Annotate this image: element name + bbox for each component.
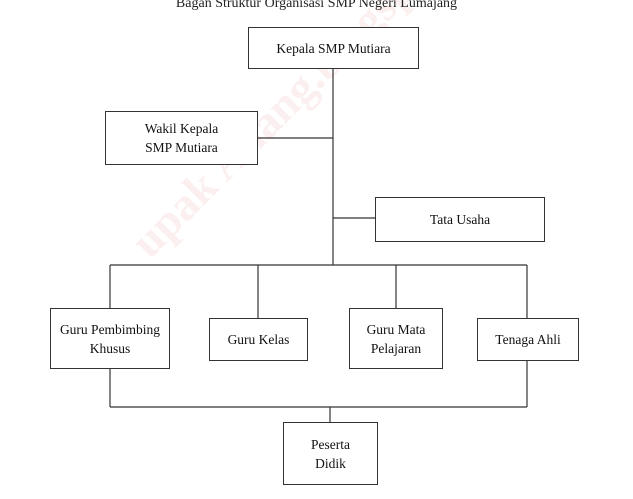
node-guru-kelas: Guru Kelas bbox=[209, 318, 308, 361]
node-wakil-kepala: Wakil Kepala SMP Mutiara bbox=[105, 111, 258, 165]
node-tata-usaha: Tata Usaha bbox=[375, 197, 545, 242]
node-kepala-smp: Kepala SMP Mutiara bbox=[248, 27, 419, 69]
node-guru-mata-pelajaran: Guru Mata Pelajaran bbox=[349, 308, 443, 369]
node-tenaga-ahli: Tenaga Ahli bbox=[477, 318, 579, 361]
node-guru-pembimbing-khusus: Guru Pembimbing Khusus bbox=[50, 308, 170, 369]
node-peserta-didik: Peserta Didik bbox=[283, 422, 378, 485]
chart-title: Bagan Struktur Organisasi SMP Negeri Lum… bbox=[175, 0, 458, 11]
